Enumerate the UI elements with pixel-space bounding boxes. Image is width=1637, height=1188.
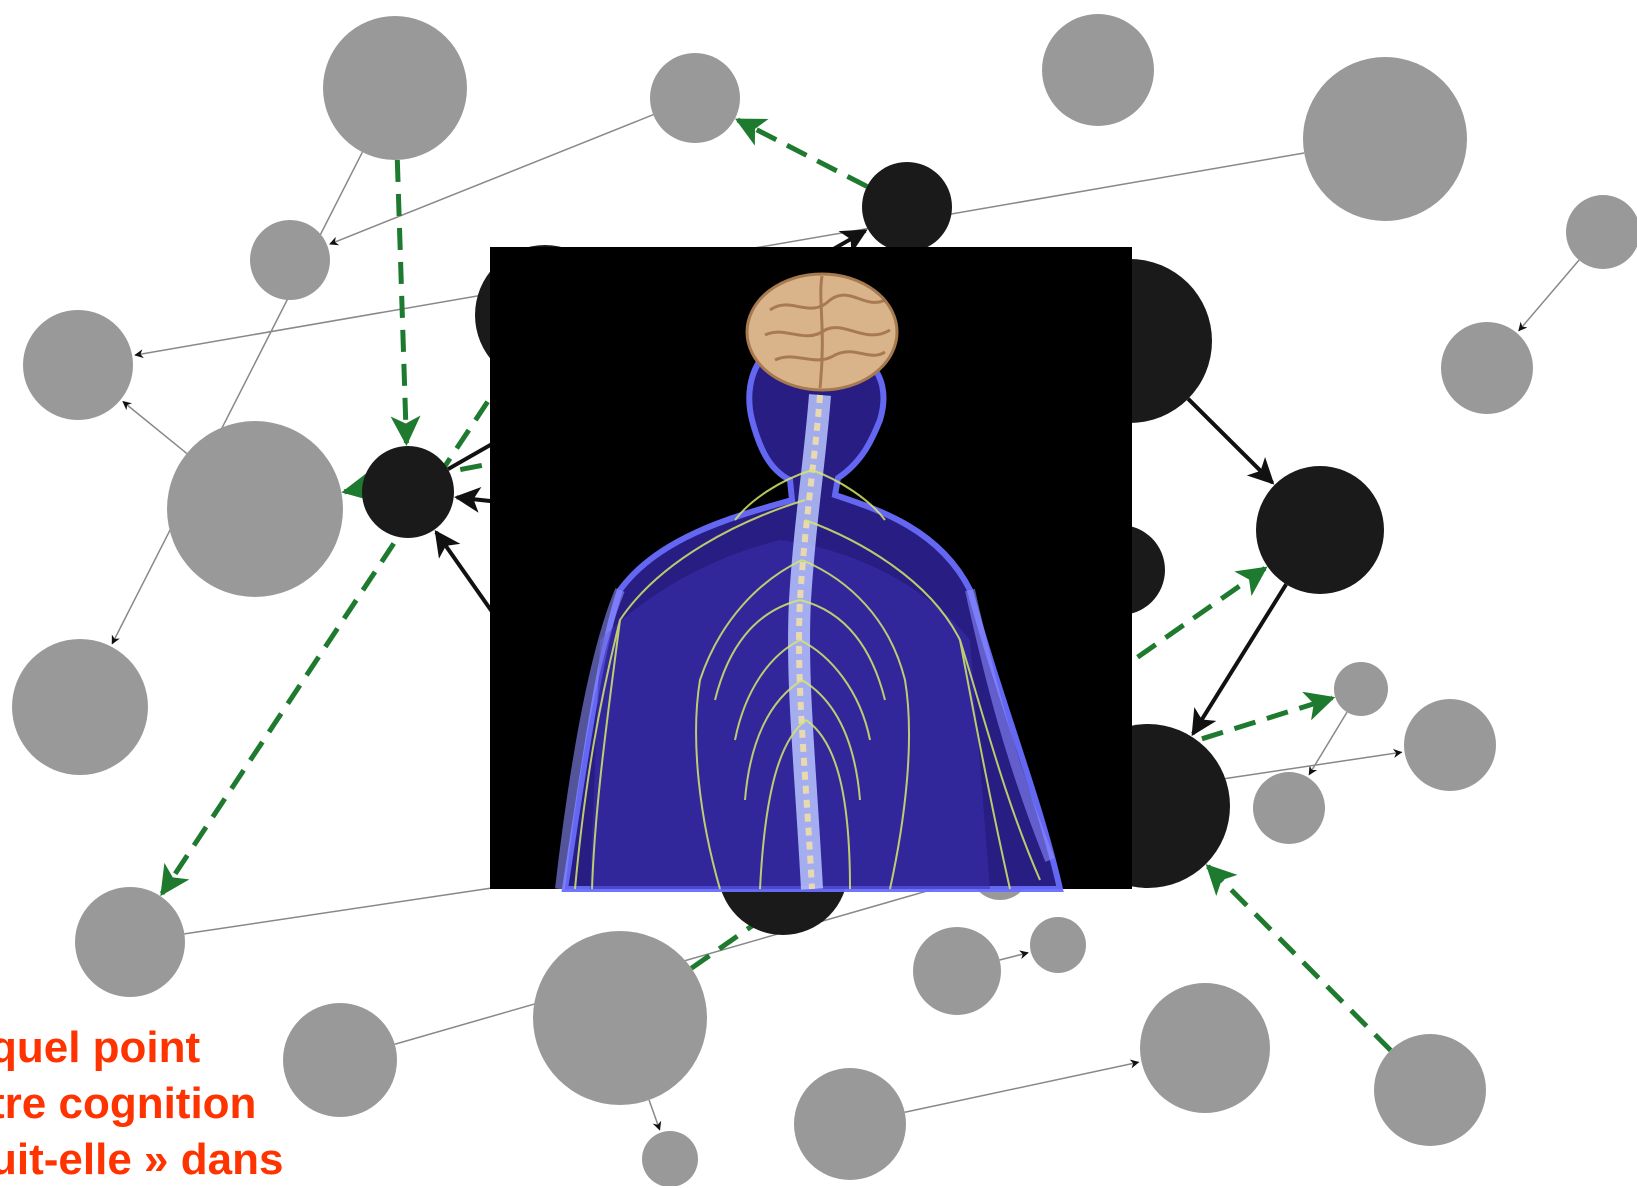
caption-line-1: quel point	[0, 1020, 410, 1076]
node-grey-g18	[1140, 983, 1270, 1113]
node-grey-g15	[533, 931, 707, 1105]
node-grey-g1	[323, 16, 467, 160]
node-grey-g8	[1303, 57, 1467, 221]
node-grey-g6	[650, 53, 740, 143]
node-black-b6	[1256, 466, 1384, 594]
node-grey-g5	[12, 639, 148, 775]
node-grey-g17	[1374, 1034, 1486, 1146]
nervous-system-photo	[490, 247, 1132, 889]
node-grey-g21	[1030, 917, 1086, 973]
caption-text: quel point tre cognition uit-elle » dans	[0, 1020, 410, 1188]
node-grey-g7	[1042, 14, 1154, 126]
edge-grey-g9-g10	[1519, 260, 1579, 331]
edge-grey-g20-g21	[1000, 953, 1028, 960]
node-grey-g11	[1404, 699, 1496, 791]
node-grey-g13	[1253, 772, 1325, 844]
node-grey-g14	[75, 887, 185, 997]
node-grey-g12	[1334, 662, 1388, 716]
edge-grey-g15-g16	[649, 1100, 660, 1130]
node-black-b1	[362, 446, 454, 538]
node-black-b2	[862, 162, 952, 252]
node-grey-g10	[1441, 322, 1533, 414]
node-grey-g16	[642, 1131, 698, 1186]
edge-green-b2-g6	[738, 120, 867, 186]
node-grey-g2	[250, 220, 330, 300]
edge-grey-g4-g3	[123, 402, 187, 454]
node-grey-g9	[1566, 195, 1637, 269]
caption-line-3: uit-elle » dans	[0, 1132, 410, 1188]
edge-grey-g19-g18	[905, 1062, 1139, 1112]
edge-black-b5-b6	[1188, 399, 1272, 483]
caption-line-2: tre cognition	[0, 1076, 410, 1132]
edge-green-g1-b1	[397, 160, 406, 443]
node-grey-g4	[167, 421, 343, 597]
node-grey-g19	[794, 1068, 906, 1180]
node-grey-g20	[913, 927, 1001, 1015]
node-grey-g3	[23, 310, 133, 420]
